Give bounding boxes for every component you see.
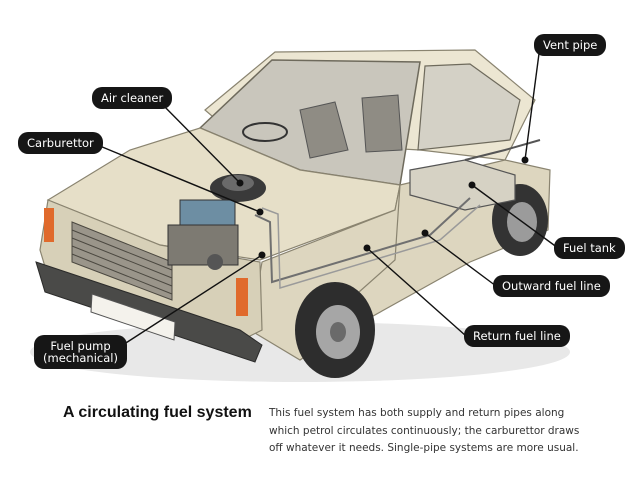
indicator-left [44,208,54,242]
engine-block [167,224,239,266]
indicator-right [236,278,248,316]
label-fuel-pump-line2: (mechanical) [43,351,118,365]
label-vent-pipe: Vent pipe [534,34,607,56]
fuel-pump-part [207,254,223,270]
caption-title: A circulating fuel system [63,404,252,421]
label-return-fuel-line: Return fuel line [464,325,570,347]
caption-body: This fuel system has both supply and ret… [269,407,580,454]
leader-dots [236,156,529,259]
label-carburettor: Carburettor [18,132,103,154]
label-fuel-pump-line1: Fuel pump [50,339,111,353]
label-air-cleaner: Air cleaner [92,87,173,109]
car-fuel-system-illustration [30,45,570,382]
leader-lines [94,45,559,351]
label-fuel-pump: Fuel pump (mechanical) [34,335,127,369]
outward-fuel-line-pipe [254,197,471,284]
label-outward-fuel-line: Outward fuel line [493,275,610,297]
label-fuel-tank: Fuel tank [554,237,625,259]
return-fuel-line-pipe [261,204,481,289]
